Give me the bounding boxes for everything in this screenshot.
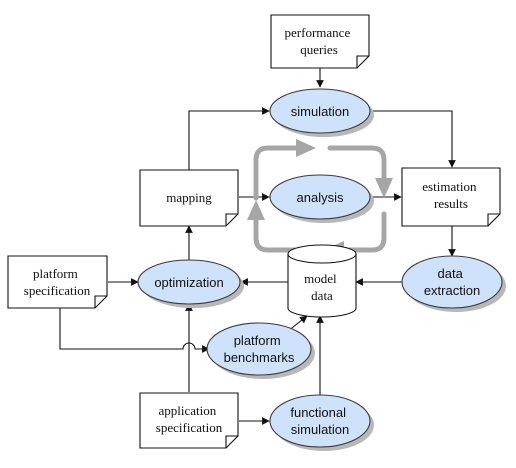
cycle-arc-top [253,145,303,201]
label-mapping: mapping [166,190,212,205]
datastore-model-data[interactable] [287,244,357,318]
cycle-arc-right-top [327,145,387,185]
document-estimation-results[interactable] [401,167,501,227]
edge-platspec-to-benchmarks [59,308,210,353]
document-mapping[interactable] [139,169,239,227]
label-application-specification: application specification [156,403,223,435]
label-performance-queries: performance queries [285,25,354,57]
label-optimization: optimization [154,275,223,290]
process-data-extraction[interactable] [401,255,506,312]
process-simulation[interactable] [269,88,374,137]
edge-mapping-to-simulation [188,107,270,170]
label-functional-simulation: functional simulation [290,405,349,437]
document-performance-queries[interactable] [270,14,370,69]
edge-simulation-to-estimation [371,110,456,168]
label-platform-specification: platform specification [24,266,91,298]
cycle-arc-left-bottom [253,213,313,253]
labels: performance queries mapping estimation r… [24,25,480,437]
documents [7,14,501,449]
process-functional-simulation[interactable] [269,394,374,451]
cycle-arrowhead-left [247,200,265,220]
process-platform-benchmarks[interactable] [206,322,315,379]
process-analysis[interactable] [269,174,374,223]
document-application-specification[interactable] [139,392,239,449]
document-platform-specification[interactable] [7,255,108,309]
process-optimization[interactable] [137,259,244,308]
label-analysis: analysis [297,190,344,205]
label-platform-benchmarks: platform benchmarks [224,333,295,365]
processes [137,88,506,451]
cycle-arrowhead-right [375,178,393,198]
cycle-arrowhead-top [296,139,316,157]
label-data-extraction: data extraction [424,266,480,298]
label-simulation: simulation [291,104,350,119]
label-estimation-results: estimation results [422,179,479,211]
label-model-data: model data [304,271,340,303]
cycle-arc-right-bottom [337,211,387,253]
